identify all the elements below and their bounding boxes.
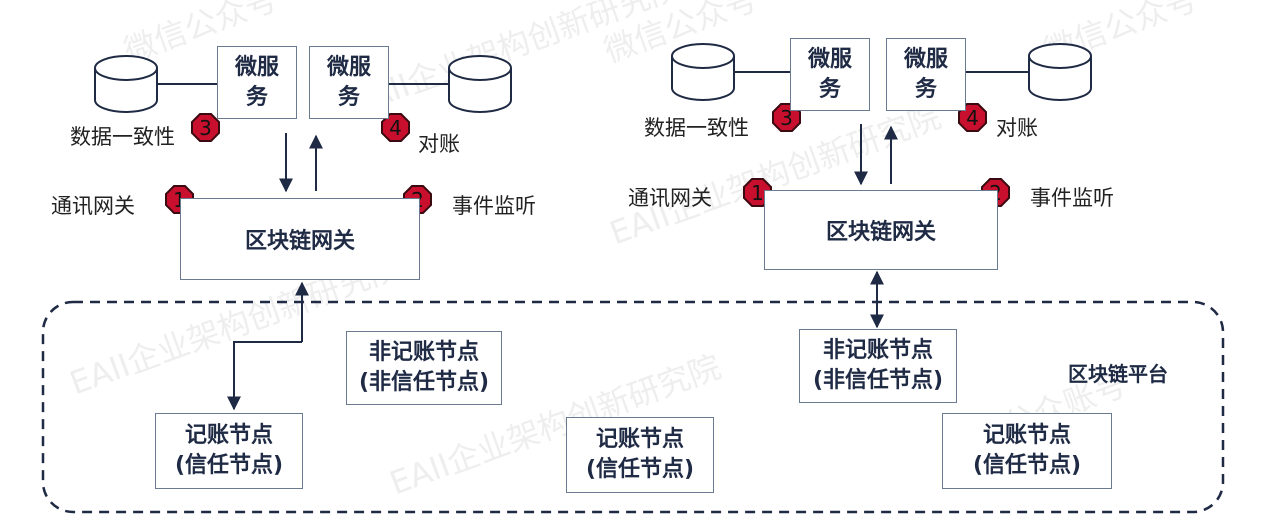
label-comm-gateway: 通讯网关 [628,186,712,210]
microservice-box: 微服务 [886,38,966,111]
database-icon [448,55,512,113]
label-comm-gateway: 通讯网关 [51,194,135,218]
badge-number: 1 [751,181,764,205]
microservice-box: 微服务 [790,38,870,111]
label-consistency: 数据一致性 [644,116,749,140]
non-accounting-node: 非记账节点 (非信任节点) [346,331,502,405]
accounting-node: 记账节点 (信任节点) [566,417,714,493]
node-title: 记账节点 [982,423,1071,448]
label-consistency: 数据一致性 [70,125,175,149]
label-event-listen: 事件监听 [1030,186,1114,210]
node-subtitle: (非信任节点) [812,368,944,393]
badge-number: 4 [389,116,402,140]
label-reconcile: 对账 [418,132,460,156]
node-subtitle: (信任节点) [585,457,695,482]
node-title: 记账节点 [184,423,273,448]
node-subtitle: (信任节点) [972,453,1082,478]
accounting-node: 记账节点 (信任节点) [942,413,1112,489]
microservice-label: 微服务 [903,46,948,102]
microservice-box: 微服务 [217,46,297,119]
badge-number: 4 [966,106,979,130]
gateway-label: 区块链网关 [244,229,355,254]
badge-3-icon: 3 [191,113,220,142]
label-event-listen: 事件监听 [452,194,536,218]
badge-4-icon: 4 [381,113,410,142]
blockchain-gateway-box: 区块链网关 [764,190,998,270]
platform-boundary [41,300,1225,514]
database-icon [94,55,158,113]
badge-number: 3 [780,106,793,130]
gateway-label: 区块链网关 [825,220,936,245]
node-title: 记账节点 [595,427,684,452]
microservice-box: 微服务 [309,46,389,119]
microservice-label: 微服务 [807,46,852,102]
database-icon [671,43,735,101]
microservice-label: 微服务 [326,54,371,110]
blockchain-gateway-box: 区块链网关 [180,198,420,280]
platform-label: 区块链平台 [1068,362,1168,386]
microservice-label: 微服务 [234,54,279,110]
accounting-node: 记账节点 (信任节点) [155,413,303,489]
node-subtitle: (信任节点) [174,453,284,478]
gateway-to-node-link [227,341,302,411]
badge-number: 3 [199,116,212,140]
node-title: 非记账节点 [822,338,933,363]
node-subtitle: (非信任节点) [358,370,490,395]
label-reconcile: 对账 [996,116,1038,140]
non-accounting-node: 非记账节点 (非信任节点) [799,329,957,403]
database-icon [1028,43,1092,101]
node-title: 非记账节点 [368,340,479,365]
